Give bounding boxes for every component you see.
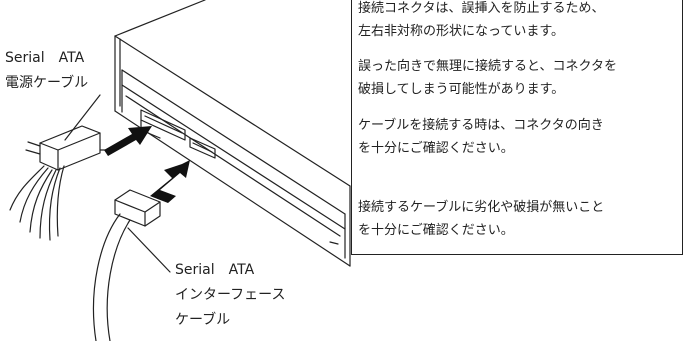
interface-cable-label-line-3: ケーブル xyxy=(175,312,231,328)
insertion-arrows xyxy=(104,126,190,203)
interface-cable-label: Serial ATA インターフェース ケーブル xyxy=(175,258,285,333)
note-1-line-1: 接続コネクタは、誤挿入を防止するため、 xyxy=(358,1,605,16)
drive-body xyxy=(114,0,351,267)
note-damage-warning: 誤った向きで無理に接続すると、コネクタを 破損してしまう可能性があります。 xyxy=(358,55,617,101)
note-4-line-2: を十分にご確認ください。 xyxy=(358,223,514,238)
note-2-line-2: 破損してしまう可能性があります。 xyxy=(358,82,565,97)
power-cable-label: Serial ATA 電源ケーブル xyxy=(5,46,88,96)
power-arrow xyxy=(104,126,152,156)
note-1-line-2: 左右非対称の形状になっています。 xyxy=(358,24,565,39)
interface-cable-label-line-1: Serial ATA xyxy=(175,262,255,278)
note-3-line-1: ケーブルを接続する時は、コネクタの向き xyxy=(358,118,604,133)
drive-connectors xyxy=(140,109,216,159)
note-check-cable-condition: 接続するケーブルに劣化や破損が無いこと を十分にご確認ください。 xyxy=(358,196,604,242)
note-asymmetric-connector: 接続コネクタは、誤挿入を防止するため、 左右非対称の形状になっています。 xyxy=(358,0,604,43)
note-2-line-1: 誤った向きで無理に接続すると、コネクタを xyxy=(358,59,617,74)
power-cable-wires xyxy=(9,165,65,241)
power-cable-connector xyxy=(25,125,113,171)
power-cable-label-line-1: Serial ATA xyxy=(5,50,85,66)
power-label-leader xyxy=(64,94,101,141)
note-4-line-1: 接続するケーブルに劣化や破損が無いこと xyxy=(358,200,605,215)
interface-arrow xyxy=(150,160,190,203)
drive-rear-panel xyxy=(121,69,346,259)
interface-label-leader xyxy=(127,227,171,273)
note-check-orientation: ケーブルを接続する時は、コネクタの向き を十分にご確認ください。 xyxy=(358,114,604,160)
note-3-line-2: を十分にご確認ください。 xyxy=(358,141,514,156)
caution-notes-box: 接続コネクタは、誤挿入を防止するため、 左右非対称の形状になっています。 誤った… xyxy=(351,0,683,255)
power-cable-label-line-2: 電源ケーブル xyxy=(5,75,89,91)
interface-cable xyxy=(92,213,131,341)
interface-cable-label-line-2: インターフェース xyxy=(175,287,286,303)
